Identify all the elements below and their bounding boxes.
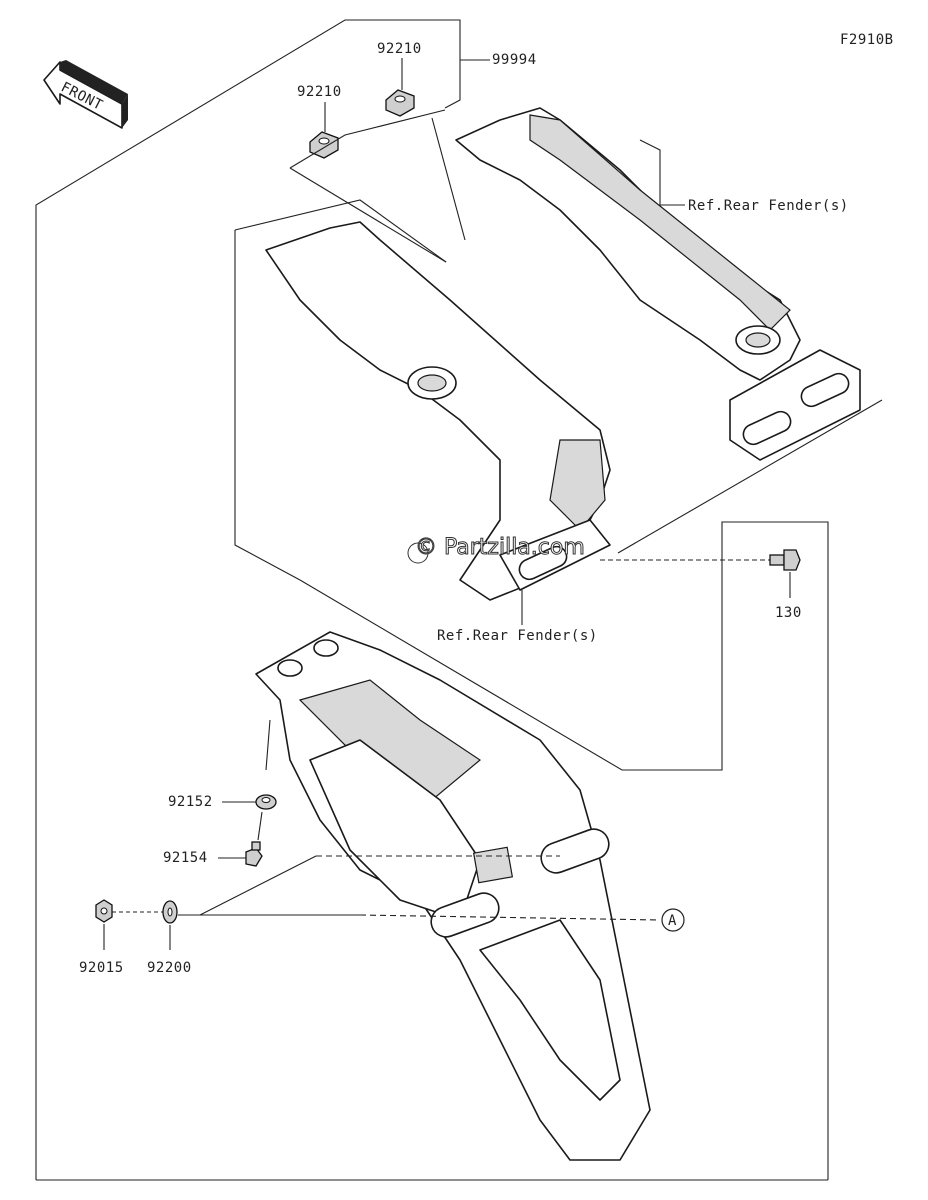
figure-code: F2910B: [840, 32, 894, 48]
rear-fender-frame-upper: [455, 107, 861, 461]
part-number-92154: 92154: [163, 850, 208, 866]
part-number-99994: 99994: [492, 52, 537, 68]
part-number-92210-left: 92210: [297, 84, 342, 100]
part-number-92210-right: 92210: [377, 41, 422, 57]
front-direction-arrow: FRONT: [43, 60, 128, 129]
nut-92015: [95, 899, 113, 923]
part-number-92015: 92015: [79, 960, 124, 976]
part-number-130: 130: [775, 605, 802, 621]
outer-frame-line: [35, 19, 461, 1180]
rear-fender-frame-lower: [265, 221, 611, 601]
part-number-92152: 92152: [168, 794, 213, 810]
ref-rear-fender-lower: Ref.Rear Fender(s): [437, 628, 598, 644]
watermark: © Partzilla.com: [415, 535, 585, 560]
screw-92154: [245, 841, 263, 867]
clip-nut-92210-right: [385, 89, 415, 117]
rear-fender-mudguard: [255, 631, 651, 1161]
svg-text:A: A: [668, 913, 677, 929]
callout-marker-a: A: [661, 908, 685, 932]
washer-92200: [162, 900, 178, 924]
ref-rear-fender-upper: Ref.Rear Fender(s): [688, 198, 849, 214]
part-number-92200: 92200: [147, 960, 192, 976]
grommet-92152: [255, 794, 277, 810]
bolt-130: [769, 549, 801, 571]
